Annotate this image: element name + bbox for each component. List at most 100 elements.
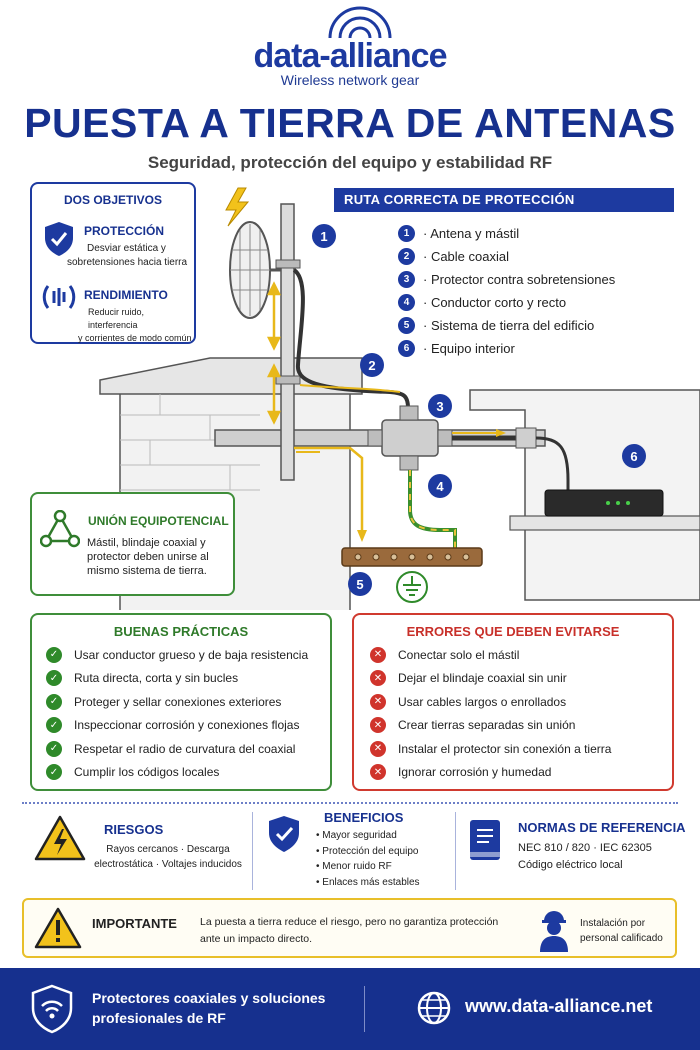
route-item-label: · Equipo interior (423, 341, 515, 356)
route-item: 5 · Sistema de tierra del edificio (398, 314, 615, 337)
route-item: 1 · Antena y mástil (398, 222, 615, 245)
x-icon: ✕ (370, 646, 386, 663)
lightning-bolt-icon (225, 187, 250, 227)
check-icon: ✓ (46, 764, 62, 781)
section-divider (22, 802, 678, 804)
risks-desc: Rayos cercanos · Descarga electrostática… (88, 842, 248, 872)
indoor-equipment (544, 489, 664, 517)
list-item: ✕ Conectar solo el mástil (354, 643, 672, 667)
important-heading: IMPORTANTE (92, 916, 177, 931)
route-number-badge: 3 (398, 271, 415, 288)
important-text-2: ante un impacto directo. (200, 933, 313, 945)
x-icon: ✕ (370, 693, 386, 710)
list-item-label: Conectar solo el mástil (398, 647, 520, 662)
route-item: 6 · Equipo interior (398, 337, 615, 360)
column-separator (252, 812, 253, 890)
callout-1: 1 (312, 224, 336, 248)
route-item-label: · Cable coaxial (423, 249, 509, 264)
list-item-label: Ruta directa, corta y sin bucles (74, 671, 239, 686)
benefit-item: • Menor ruido RF (316, 861, 392, 872)
risks-line-1: Rayos cercanos · Descarga (106, 844, 230, 855)
footer: Protectores coaxiales y soluciones profe… (0, 968, 700, 1050)
objective-performance-title: RENDIMIENTO (84, 288, 168, 302)
benefit-label: Enlaces más estables (322, 876, 420, 888)
list-item-label: Dejar el blindaje coaxial sin unir (398, 671, 567, 686)
list-item: ✓ Cumplir los códigos locales (32, 761, 330, 785)
route-number-badge: 4 (398, 294, 415, 311)
x-icon: ✕ (370, 670, 386, 687)
route-number-badge: 2 (398, 248, 415, 265)
website-link[interactable]: www.data-alliance.net (465, 996, 653, 1016)
important-note: Instalación por personal calificado (580, 916, 663, 946)
objective-performance-desc-1: Reducir ruido, interferencia (88, 307, 145, 330)
footer-tagline-1: Protectores coaxiales y soluciones (92, 990, 326, 1006)
callout-5: 5 (348, 572, 372, 596)
coaxial-cable (292, 268, 410, 409)
x-icon: ✕ (370, 740, 386, 757)
benefit-item: • Enlaces más estables (316, 876, 420, 888)
list-item: ✓ Inspeccionar corrosión y conexiones flo… (32, 714, 330, 738)
list-item-label: Cumplir los códigos locales (74, 765, 220, 780)
list-item-label: Respetar el radio de curvatura del coaxi… (74, 741, 296, 756)
callout-6: 6 (622, 444, 646, 468)
list-item: ✕ Ignorar corrosión y humedad (354, 761, 672, 785)
risks-line-2: electrostática · Voltajes inducidos (94, 859, 242, 870)
route-list: 1 · Antena y mástil 2 · Cable coaxial 3 · P… (398, 222, 615, 360)
callout-4: 4 (428, 474, 452, 498)
brand-name: data-alliance (253, 37, 448, 75)
objective-protection-desc-1: Desviar estática y (87, 243, 166, 254)
route-number-badge: 6 (398, 340, 415, 357)
standards-line-2: Código eléctrico local (518, 859, 623, 871)
objective-protection-title: PROTECCIÓN (84, 224, 165, 238)
route-item-label: · Sistema de tierra del edificio (423, 318, 595, 333)
important-text: La puesta a tierra reduce el riesgo, per… (200, 914, 498, 948)
triangle-nodes-icon (40, 510, 80, 548)
x-icon: ✕ (370, 764, 386, 781)
check-icon: ✓ (46, 693, 62, 710)
shield-wifi-icon (31, 984, 73, 1034)
important-note-1: Instalación por (580, 918, 646, 929)
callout-2: 2 (360, 353, 384, 377)
warning-icon (34, 907, 82, 949)
check-icon: ✓ (46, 646, 62, 663)
ground-bus-bar (341, 547, 483, 567)
route-item-label: · Antena y mástil (423, 226, 520, 241)
list-item: ✕ Usar cables largos o enrollados (354, 690, 672, 714)
benefit-label: Menor ruido RF (322, 861, 392, 872)
route-number-badge: 5 (398, 317, 415, 334)
objective-performance-desc-2: y corrientes de modo común (78, 333, 192, 343)
list-item-label: Usar cables largos o enrollados (398, 694, 567, 709)
errors-panel: ERRORES QUE DEBEN EVITARSE ✕Conectar sol… (352, 613, 674, 791)
good-practices-heading: BUENAS PRÁCTICAS (113, 624, 249, 639)
list-item-label: Ignorar corrosión y humedad (398, 765, 552, 780)
route-item-label: · Conductor corto y recto (423, 295, 567, 310)
earth-ground-icon (396, 571, 428, 603)
surge-protector (367, 405, 453, 471)
check-icon: ✓ (46, 670, 62, 687)
check-icon: ✓ (46, 717, 62, 734)
route-item-label: · Protector contra sobretensiones (423, 272, 616, 287)
page-subtitle: Seguridad, protección del equipo y estab… (147, 153, 553, 172)
worker-icon (540, 911, 568, 952)
objectives-panel: DOS OBJETIVOS PROTECCIÓN Desviar estátic… (30, 182, 196, 344)
high-voltage-warning-icon (34, 815, 86, 861)
benefit-item: • Protección del equipo (316, 845, 419, 857)
benefits-list: • Mayor seguridad • Protección del equip… (316, 828, 420, 890)
list-item: ✓Proteger y sellar conexiones exteriores (32, 690, 330, 714)
grid-dish-antenna (229, 221, 281, 319)
list-item: ✕Instalar el protector sin conexión a ti… (354, 737, 672, 761)
list-item-label: Usar conductor grueso y de baja resisten… (74, 647, 309, 662)
route-item: 3 · Protector contra sobretensiones (398, 268, 615, 291)
benefits-heading: BENEFICIOS (324, 810, 404, 825)
list-item-label: Inspeccionar corrosión y conexiones floj… (74, 718, 300, 733)
list-item: ✕Crear tierras separadas sin unión (354, 714, 672, 738)
objectives-heading: DOS OBJETIVOS (63, 193, 163, 207)
benefit-label: Protección del equipo (322, 845, 419, 857)
standards-line-1: NEC 810 / 820 · IEC 62305 (518, 842, 652, 854)
footer-tagline-2: profesionales de RF (92, 1010, 226, 1026)
standards-heading: NORMAS DE REFERENCIA (518, 820, 686, 835)
footer-separator (364, 986, 365, 1032)
route-number-badge: 1 (398, 225, 415, 242)
important-panel: IMPORTANTE La puesta a tierra reduce el … (22, 898, 677, 958)
check-icon: ✓ (46, 740, 62, 757)
